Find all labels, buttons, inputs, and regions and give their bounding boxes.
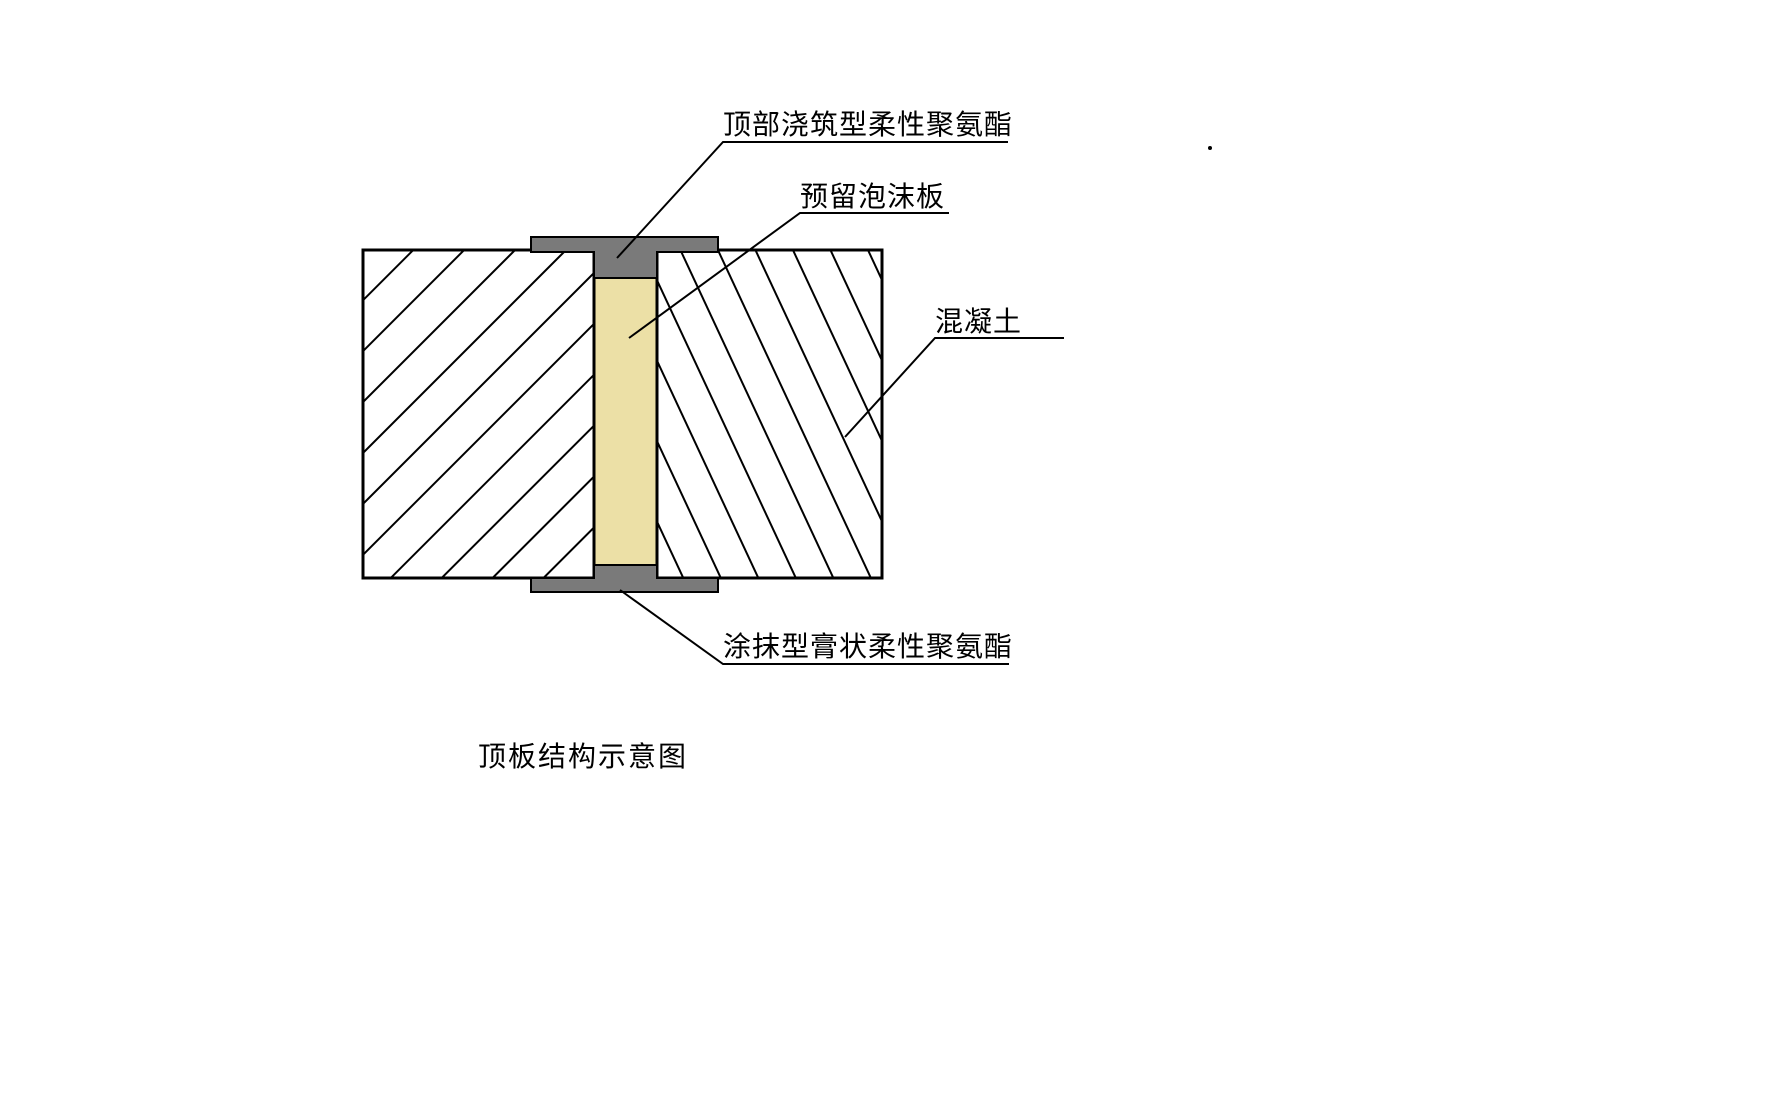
label-concrete: 混凝土: [935, 305, 1023, 338]
leader-line-concrete: [844, 337, 1064, 438]
bottom-seal-cap: [530, 564, 719, 593]
leader-line-top-seal: [616, 141, 1008, 259]
label-foam-board: 预留泡沫板: [800, 180, 946, 213]
top-seal-cap: [530, 236, 719, 279]
right-concrete-block: [655, 248, 884, 580]
stray-dot: [1208, 146, 1212, 150]
leader-line-foam-board: [628, 212, 949, 339]
leader-line-bottom-seal: [619, 589, 1009, 665]
label-top-seal: 顶部浇筑型柔性聚氨酯: [723, 108, 1014, 141]
figure-caption: 顶板结构示意图: [478, 740, 689, 773]
label-bottom-seal: 涂抹型膏状柔性聚氨酯: [723, 630, 1014, 663]
foam-board: [593, 249, 658, 579]
left-concrete-block: [361, 248, 596, 580]
